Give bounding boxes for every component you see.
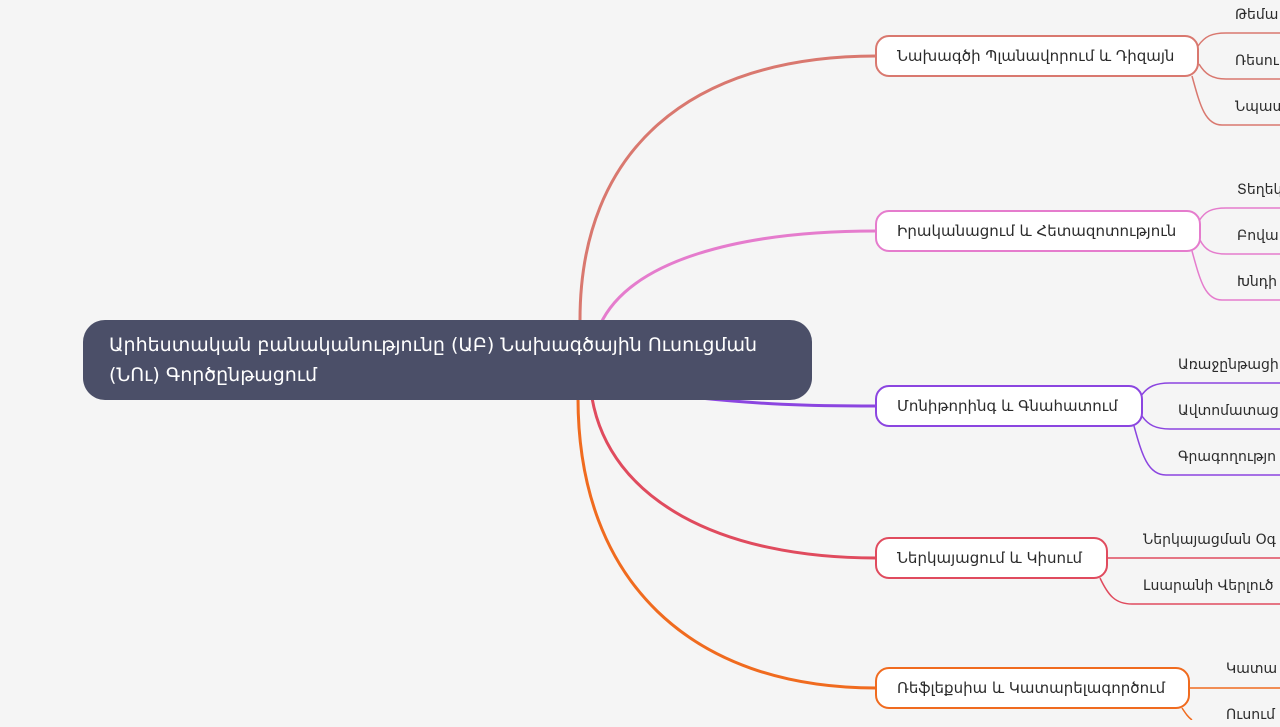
leaf-4-1[interactable]: Ներկայացման Օգ bbox=[1143, 532, 1276, 548]
leaf-2-3[interactable]: Խնդի bbox=[1237, 274, 1277, 290]
leaf-5-1[interactable]: Կատա bbox=[1226, 661, 1278, 677]
connector-leaf-4-2 bbox=[1099, 577, 1280, 605]
branch-presentation-sharing[interactable]: Ներկայացում և Կիսում bbox=[875, 537, 1108, 579]
connector-leaf-1-1 bbox=[1197, 32, 1280, 47]
connector-leaf-5-2 bbox=[1181, 707, 1193, 720]
connector-leaf-2-1 bbox=[1198, 207, 1280, 222]
branch-label: Ռեֆլեքսիա և Կատարելագործում bbox=[897, 679, 1166, 697]
connector-branch-1 bbox=[578, 54, 877, 321]
connector-branch-2 bbox=[598, 229, 877, 326]
branch-label: Ներկայացում և Կիսում bbox=[897, 549, 1083, 567]
connector-leaf-1-2 bbox=[1198, 63, 1280, 80]
branch-reflection-improvement[interactable]: Ռեֆլեքսիա և Կատարելագործում bbox=[875, 667, 1190, 709]
branch-label: Նախագծի Պլանավորում և Դիզայն bbox=[897, 47, 1175, 65]
root-topic[interactable]: Արհեստական բանականությունը (ԱԲ) Նախագծայ… bbox=[83, 320, 812, 400]
leaf-1-3[interactable]: Նպատ bbox=[1235, 99, 1280, 115]
leaf-3-3[interactable]: Գրագողությո bbox=[1178, 449, 1276, 465]
leaf-4-2[interactable]: Լսարանի Վերլուծ bbox=[1143, 578, 1274, 594]
connector-leaf-3-3 bbox=[1133, 425, 1280, 476]
leaf-3-2[interactable]: Ավտոմատաց bbox=[1178, 403, 1279, 419]
branch-implementation-research[interactable]: Իրականացում և Հետազոտություն bbox=[875, 210, 1201, 252]
root-topic-label: Արհեստական բանականությունը (ԱԲ) Նախագծայ… bbox=[109, 334, 758, 386]
branch-planning-design[interactable]: Նախագծի Պլանավորում և Դիզայն bbox=[875, 35, 1199, 77]
branch-monitoring-evaluation[interactable]: Մոնիթորինգ և Գնահատում bbox=[875, 385, 1143, 427]
branch-label: Մոնիթորինգ և Գնահատում bbox=[897, 397, 1118, 415]
connector-leaf-3-1 bbox=[1140, 382, 1280, 397]
connector-leaf-1-3 bbox=[1191, 75, 1280, 126]
connector-leaf-2-2 bbox=[1199, 239, 1280, 255]
leaf-2-1[interactable]: Տեղեկ bbox=[1237, 182, 1280, 198]
leaf-2-2[interactable]: Բովա bbox=[1237, 228, 1279, 244]
leaf-3-1[interactable]: Առաջընթացի bbox=[1178, 357, 1279, 373]
leaf-1-1[interactable]: Թեմա bbox=[1235, 7, 1279, 23]
leaf-1-2[interactable]: Ռեսու bbox=[1235, 53, 1279, 69]
branch-label: Իրականացում և Հետազոտություն bbox=[897, 222, 1177, 240]
connector-branch-5 bbox=[576, 397, 877, 690]
connector-leaf-2-3 bbox=[1191, 250, 1280, 301]
connector-leaf-3-2 bbox=[1141, 415, 1280, 430]
connector-branch-4 bbox=[590, 397, 877, 560]
leaf-5-2[interactable]: Ուսում bbox=[1226, 707, 1276, 723]
